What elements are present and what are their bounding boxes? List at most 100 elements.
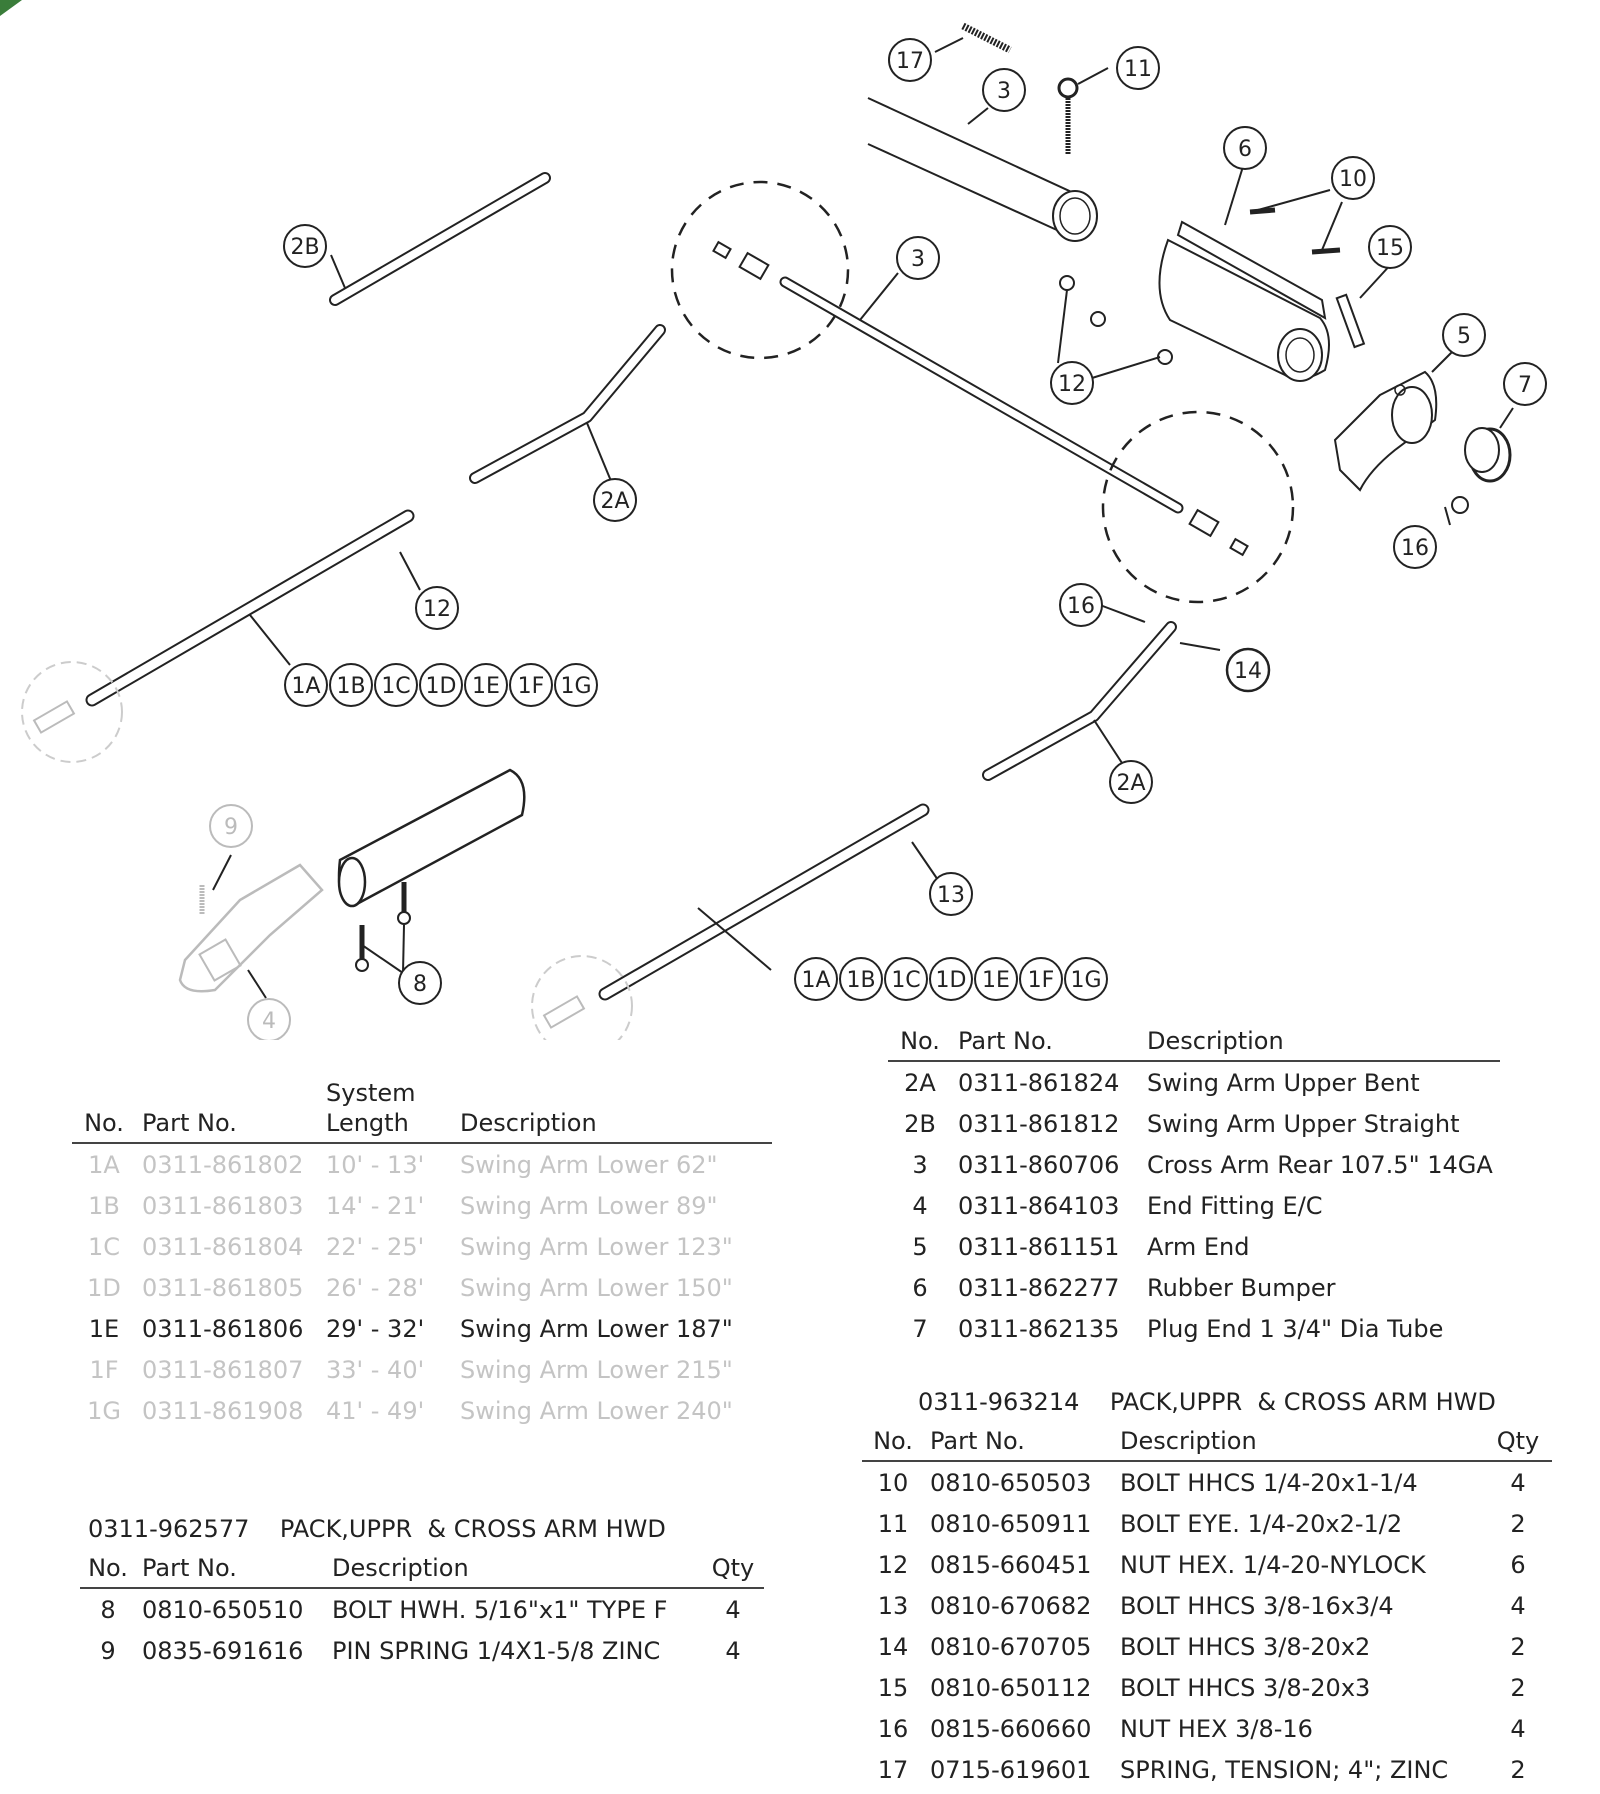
svg-text:3: 3 [911, 247, 925, 272]
callout-1d: 1D [929, 957, 973, 1001]
cell-description: BOLT HHCS 3/8-20x3 [1120, 1673, 1371, 1702]
cell-part-no: 0311-862135 [958, 1314, 1120, 1343]
callout-1g: 1G [1064, 957, 1108, 1001]
col-description: Description [1139, 1026, 1500, 1062]
callout-8: 8 [398, 961, 442, 1005]
svg-text:2A: 2A [600, 489, 629, 514]
cell-no: 1E [88, 1314, 120, 1343]
svg-text:1C: 1C [381, 674, 410, 699]
leader-lines [212, 37, 1514, 999]
cell-part-no: 0311-861908 [142, 1396, 304, 1425]
part-15-bolt [1335, 293, 1366, 349]
col-description: Description [324, 1553, 700, 1589]
callout-12-top: 12 [1050, 361, 1094, 405]
cell-description: Swing Arm Lower 240" [460, 1396, 733, 1425]
cell-no: 9 [100, 1636, 116, 1665]
callout-10: 10 [1331, 156, 1375, 200]
callout-1e: 1E [464, 663, 508, 707]
callout-2a-right: 2A [1109, 760, 1153, 804]
svg-text:6: 6 [1238, 137, 1252, 162]
callout-1f: 1F [509, 663, 553, 707]
cell-description: Swing Arm Lower 215" [460, 1355, 733, 1384]
svg-text:1B: 1B [336, 674, 365, 699]
svg-text:1G: 1G [560, 674, 591, 699]
col-part-no: Part No. [134, 1553, 324, 1589]
cell-no: 12 [877, 1550, 909, 1579]
cell-qty: 6 [1510, 1550, 1526, 1579]
cell-no: 4 [912, 1191, 928, 1220]
col-no: No. [72, 1078, 134, 1144]
col-description: Description [1112, 1426, 1482, 1462]
cell-description: Cross Arm Rear 107.5" 14GA [1147, 1150, 1493, 1179]
cell-part-no: 0311-861802 [142, 1150, 304, 1179]
svg-text:1C: 1C [891, 968, 920, 993]
svg-text:8: 8 [413, 972, 427, 997]
cell-no: 13 [877, 1591, 909, 1620]
cell-part-no: 0815-660451 [930, 1550, 1092, 1579]
part-5-arm-end [1333, 370, 1438, 492]
cell-description: Swing Arm Lower 150" [460, 1273, 733, 1302]
svg-text:4: 4 [262, 1009, 276, 1034]
callout-1a: 1A [794, 957, 838, 1001]
detail-circle-top [670, 180, 850, 360]
svg-text:3: 3 [997, 79, 1011, 104]
callout-6: 6 [1223, 126, 1267, 170]
cell-part-no: 0311-864103 [958, 1191, 1120, 1220]
table-row: 4 0311-864103 End Fitting E/C [888, 1185, 1500, 1226]
corner-mark [0, 0, 22, 16]
cell-part-no: 0311-861824 [958, 1068, 1120, 1097]
callout-7: 7 [1503, 362, 1547, 406]
callout-3-tube: 3 [982, 68, 1026, 112]
cell-part-no: 0311-861151 [958, 1232, 1120, 1261]
cell-system-length: 10' - 13' [326, 1150, 425, 1179]
svg-text:10: 10 [1339, 167, 1367, 192]
cell-part-no: 0311-861804 [142, 1232, 304, 1261]
exploded-parts-diagram: 17 11 3 6 10 15 2B 3 5 7 12 2A 16 12 16 … [21, 22, 1547, 1040]
part-16-nut [1451, 496, 1469, 514]
callout-13: 13 [929, 872, 973, 916]
cell-no: 1C [87, 1232, 121, 1261]
svg-text:1E: 1E [472, 674, 500, 699]
cell-part-no: 0835-691616 [142, 1636, 304, 1665]
cell-description: Swing Arm Lower 62" [460, 1150, 718, 1179]
cell-part-no: 0810-650503 [930, 1468, 1092, 1497]
svg-text:15: 15 [1376, 236, 1404, 261]
cell-no: 14 [877, 1632, 909, 1661]
svg-text:16: 16 [1401, 536, 1429, 561]
handle-tube [337, 768, 526, 908]
part-1-lower-arm-upper [85, 509, 415, 707]
pack-left-title: 0311-962577 PACK,UPPR & CROSS ARM HWD [88, 1515, 666, 1543]
cell-description: End Fitting E/C [1147, 1191, 1323, 1220]
callout-1d: 1D [419, 663, 463, 707]
cell-no: 8 [100, 1595, 116, 1624]
detail-circle-right [1101, 410, 1295, 604]
callout-1g: 1G [554, 663, 598, 707]
col-part-no: Part No. [922, 1426, 1112, 1462]
cell-part-no: 0311-861803 [142, 1191, 304, 1220]
callout-5: 5 [1442, 313, 1486, 357]
cell-no: 2B [904, 1109, 936, 1138]
cell-description: BOLT HHCS 3/8-20x2 [1120, 1632, 1371, 1661]
callout-3-rod: 3 [896, 236, 940, 280]
faded-end-fitting-lower [531, 955, 633, 1040]
cell-description: Swing Arm Lower 187" [460, 1314, 733, 1343]
cell-part-no: 0810-650510 [142, 1595, 304, 1624]
cell-no: 1D [87, 1273, 121, 1302]
col-no: No. [80, 1553, 134, 1589]
callout-15: 15 [1368, 225, 1412, 269]
part-6-rubber-bumper [1158, 220, 1330, 382]
svg-text:17: 17 [896, 49, 924, 74]
cell-qty: 2 [1510, 1509, 1526, 1538]
callout-1c: 1C [374, 663, 418, 707]
